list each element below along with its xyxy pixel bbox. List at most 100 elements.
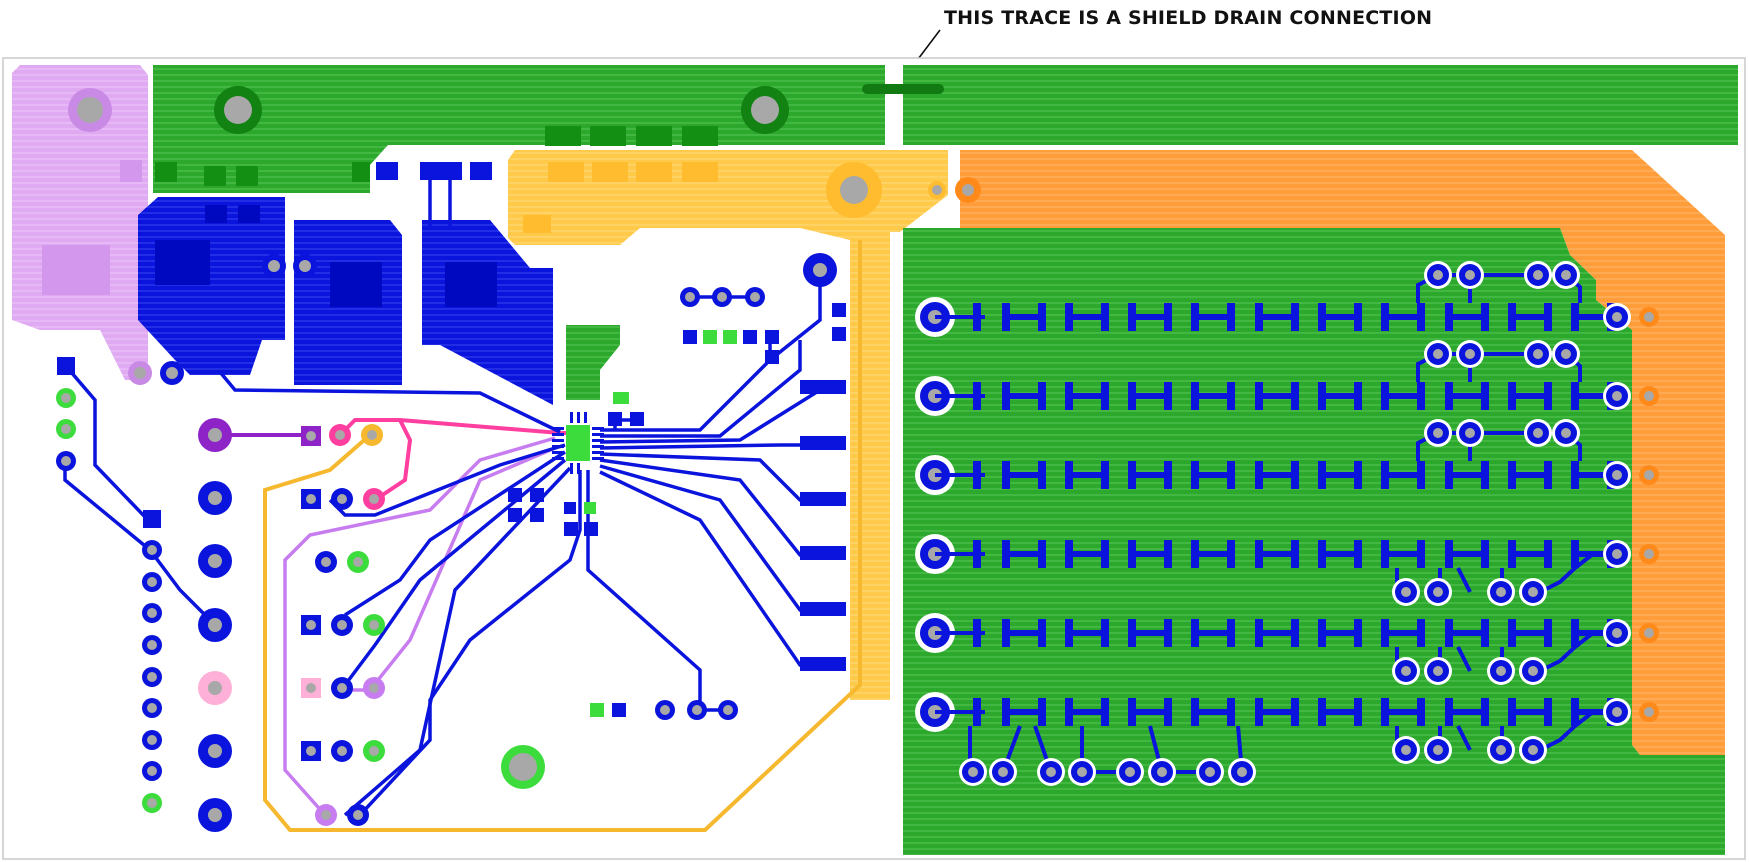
component-pad: [1128, 540, 1136, 568]
component-pad: [1101, 382, 1109, 410]
component-pad: [1038, 461, 1046, 489]
component-pad: [1544, 461, 1552, 489]
component-body: [1326, 630, 1354, 636]
component-pad: [1445, 461, 1453, 489]
via-drill: [1465, 428, 1475, 438]
component-body: [1263, 630, 1291, 636]
component-body: [1516, 472, 1544, 478]
component-pad: [1128, 461, 1136, 489]
ground-pour-top: [153, 65, 1738, 193]
component-pad: [1255, 303, 1263, 331]
component-pad: [1255, 619, 1263, 647]
via-drill: [1433, 745, 1443, 755]
component-body: [1073, 393, 1101, 399]
via-drill: [1433, 428, 1443, 438]
component-pad: [1417, 698, 1425, 726]
component-body: [1136, 314, 1164, 320]
component-pad: [1481, 619, 1489, 647]
component-pad: [1002, 461, 1010, 489]
via-drill: [1528, 745, 1538, 755]
component-pad: [1065, 382, 1073, 410]
component-body: [1326, 393, 1354, 399]
component-body: [1263, 314, 1291, 320]
orange-copper-pour: [955, 150, 1725, 755]
component-pad: [1544, 303, 1552, 331]
ground-pour-right: [903, 228, 1725, 855]
via-drill: [1465, 270, 1475, 280]
component-pad: [1038, 619, 1046, 647]
component-pad: [1065, 461, 1073, 489]
component-pad: [1417, 303, 1425, 331]
component-pad: [1481, 303, 1489, 331]
component-body: [1453, 709, 1481, 715]
component-pad: [1002, 698, 1010, 726]
component-pad: [1038, 698, 1046, 726]
pink-trace: [338, 418, 575, 502]
component-pad: [1065, 619, 1073, 647]
component-pad: [1381, 303, 1389, 331]
mid-connector-pads: [301, 424, 545, 826]
via-drill: [1528, 666, 1538, 676]
via-drill: [1496, 666, 1506, 676]
component-pad: [1508, 540, 1516, 568]
component-body: [1263, 709, 1291, 715]
component-body: [1073, 630, 1101, 636]
via-drill: [1046, 767, 1056, 777]
component-pad: [1318, 619, 1326, 647]
component-pad: [1191, 461, 1199, 489]
via-drill: [1401, 666, 1411, 676]
component-pad: [1128, 698, 1136, 726]
component-pad: [1255, 540, 1263, 568]
component-pad: [1101, 540, 1109, 568]
via-drill: [968, 767, 978, 777]
via-drill: [1533, 428, 1543, 438]
component-pad: [1381, 461, 1389, 489]
component-body: [1010, 393, 1038, 399]
component-body: [1199, 551, 1227, 557]
via-drill: [1561, 428, 1571, 438]
component-pad: [1191, 540, 1199, 568]
component-pad: [1508, 382, 1516, 410]
component-body: [1453, 472, 1481, 478]
component-pad: [1002, 303, 1010, 331]
via-drill: [1401, 587, 1411, 597]
orange-pad-drill: [1644, 391, 1654, 401]
row-pad-drill: [1612, 391, 1622, 401]
orange-pads: [1639, 307, 1659, 722]
left-pads: [56, 254, 317, 832]
orange-pad-drill: [1644, 470, 1654, 480]
via-drill: [1237, 767, 1247, 777]
component-pad: [1481, 382, 1489, 410]
component-pad: [1318, 303, 1326, 331]
component-body: [1389, 472, 1417, 478]
component-pad: [1291, 540, 1299, 568]
violet-traces: [283, 436, 556, 817]
component-pad: [1481, 540, 1489, 568]
component-body: [1199, 472, 1227, 478]
via-drill: [1465, 349, 1475, 359]
component-body: [1010, 630, 1038, 636]
via-drill: [1533, 270, 1543, 280]
edge-connector-pads: [800, 303, 846, 671]
component-pad: [1481, 698, 1489, 726]
via-drill: [1077, 767, 1087, 777]
orange-pad-drill: [1644, 549, 1654, 559]
component-pad: [1227, 698, 1235, 726]
top-center-pads: [376, 162, 837, 720]
component-pad: [1381, 382, 1389, 410]
component-pad: [1318, 540, 1326, 568]
component-body: [1326, 472, 1354, 478]
component-body: [1579, 314, 1607, 320]
row-pad-drill: [1612, 707, 1622, 717]
row-pad-drill: [1612, 549, 1622, 559]
component-pad: [1417, 619, 1425, 647]
annotation-label: THIS TRACE IS A SHIELD DRAIN CONNECTION: [944, 7, 1432, 29]
component-body: [1199, 314, 1227, 320]
component-pad: [1381, 619, 1389, 647]
component-body: [1010, 709, 1038, 715]
component-pad: [1038, 303, 1046, 331]
component-body: [1516, 630, 1544, 636]
via-drill: [1496, 745, 1506, 755]
component-body: [1073, 551, 1101, 557]
